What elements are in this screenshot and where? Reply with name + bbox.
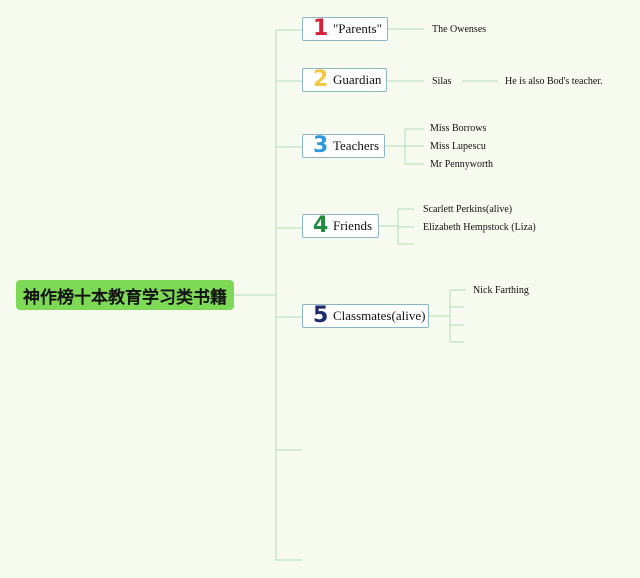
branch-teachers[interactable]: 3 Teachers (302, 134, 385, 158)
leaf-elizabeth-hempstock[interactable]: Elizabeth Hempstock (Liza) (423, 222, 536, 233)
root-topic-label: 神作榜十本教育学习类书籍 (23, 287, 227, 308)
branch-label-classmates: Classmates(alive) (333, 308, 426, 323)
root-topic[interactable]: 神作榜十本教育学习类书籍 (16, 280, 234, 310)
leaf-the-owenses[interactable]: The Owenses (432, 24, 487, 35)
leaf-miss-borrows[interactable]: Miss Borrows (430, 123, 487, 134)
branch-number-5: 5 (313, 303, 329, 328)
branch-friends[interactable]: 4 Friends (302, 214, 379, 238)
branch-label-teachers: Teachers (333, 138, 380, 153)
branch-number-1: 1 (313, 16, 329, 41)
leaf-miss-lupescu[interactable]: Miss Lupescu (430, 141, 486, 152)
leaf-silas[interactable]: Silas (432, 76, 452, 87)
branch-parents[interactable]: 1 "Parents" (302, 17, 388, 41)
leaf-mr-pennyworth[interactable]: Mr Pennyworth (430, 159, 494, 170)
branch-number-3: 3 (313, 133, 329, 158)
leaf-scarlett-perkins[interactable]: Scarlett Perkins(alive) (423, 204, 513, 215)
leaf-nick-farthing[interactable]: Nick Farthing (473, 285, 529, 296)
branch-label-guardian: Guardian (333, 72, 382, 87)
branch-number-4: 4 (313, 213, 329, 238)
branch-number-2: 2 (313, 67, 329, 92)
leaf-silas-note[interactable]: He is also Bod's teacher. (505, 76, 603, 87)
branch-classmates[interactable]: 5 Classmates(alive) (302, 304, 429, 328)
branch-guardian[interactable]: 2 Guardian (302, 68, 387, 92)
branch-label-friends: Friends (333, 218, 372, 233)
branch-label-parents: "Parents" (333, 21, 382, 36)
